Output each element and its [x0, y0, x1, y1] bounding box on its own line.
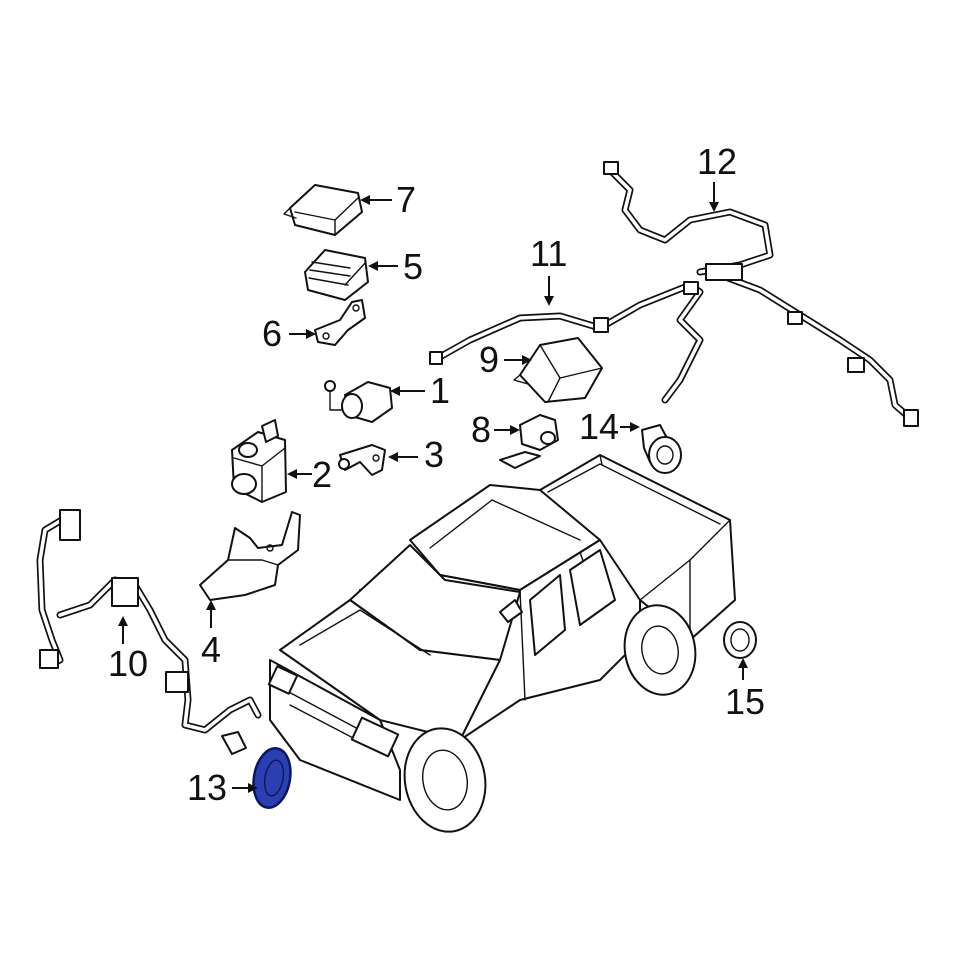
callout-6: 6	[262, 313, 316, 354]
callout-label: 7	[396, 179, 416, 220]
callout-11: 11	[530, 233, 567, 306]
harness-12	[603, 161, 919, 427]
callout-15: 15	[725, 658, 765, 722]
part-8-sensor	[499, 414, 559, 469]
callout-2: 2	[287, 454, 332, 495]
callout-4: 4	[201, 600, 221, 670]
callout-9: 9	[479, 339, 532, 380]
callout-3: 3	[388, 434, 444, 475]
callout-label: 13	[187, 767, 227, 808]
callout-label: 2	[312, 454, 332, 495]
part-2-abs-actuator	[231, 419, 287, 503]
callout-label: 15	[725, 681, 765, 722]
callout-13: 13	[187, 767, 258, 808]
callout-10: 10	[108, 616, 148, 684]
callout-label: 10	[108, 643, 148, 684]
pickup-truck	[267, 454, 736, 833]
callout-7: 7	[360, 179, 416, 220]
callout-label: 12	[697, 141, 737, 182]
harness-10	[36, 509, 262, 755]
callout-label: 4	[201, 629, 221, 670]
part-7-control-module	[283, 184, 363, 236]
part-9-module	[513, 337, 603, 403]
part-1-sensor	[324, 380, 393, 423]
callout-8: 8	[471, 409, 520, 450]
part-6-bracket	[314, 299, 366, 346]
part-15-tone-ring	[723, 621, 757, 659]
callout-5: 5	[368, 246, 423, 287]
callout-label: 3	[424, 434, 444, 475]
part-3-bracket	[338, 444, 386, 476]
callout-label: 6	[262, 313, 282, 354]
harness-11	[429, 281, 704, 404]
callout-12: 12	[697, 141, 737, 212]
callout-label: 14	[579, 406, 619, 447]
callout-label: 9	[479, 339, 499, 380]
part-14-rear-sensor	[641, 424, 682, 474]
callout-label: 1	[430, 370, 450, 411]
callout-14: 14	[579, 406, 640, 447]
callout-label: 8	[471, 409, 491, 450]
callout-label: 5	[403, 246, 423, 287]
callout-label: 11	[530, 233, 567, 274]
part-5-sensor-unit	[304, 249, 369, 301]
part-4-shield	[199, 511, 301, 601]
part-13-highlighted-ring	[252, 747, 292, 809]
callout-1: 1	[390, 370, 450, 411]
